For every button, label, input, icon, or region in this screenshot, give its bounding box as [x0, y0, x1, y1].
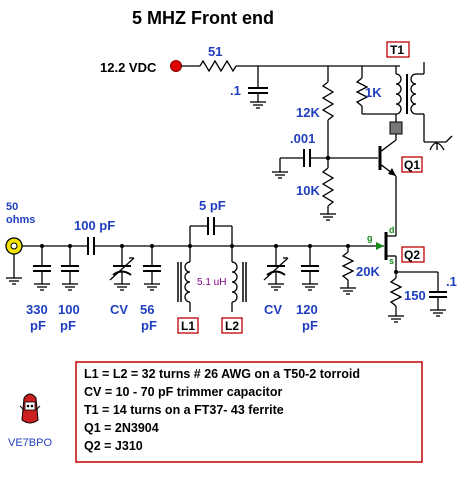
pin-s: s — [389, 256, 394, 266]
input-label-line2: ohms — [6, 214, 35, 226]
capacitor-100pf-series-label: 100 pF — [74, 218, 115, 233]
l2-tag: L2 — [225, 319, 239, 333]
pin-g: g — [367, 233, 373, 243]
pin-d: d — [389, 225, 395, 235]
ferrite-bead — [389, 121, 403, 135]
t1-tag: T1 — [390, 43, 404, 57]
trimmer-capacitor-cv1 — [109, 244, 135, 291]
supply-label: 12.2 VDC — [100, 60, 157, 75]
capacitor-source-bypass-label: .1 — [446, 274, 457, 289]
capacitor-120pf — [301, 244, 319, 291]
q1-tag-box — [401, 156, 423, 173]
capacitor-100pf-shunt — [61, 244, 79, 291]
l1-tag: L1 — [181, 319, 195, 333]
supply-terminal — [170, 60, 182, 72]
capacitor-56pf — [143, 244, 161, 291]
capacitor-120pf-unit: pF — [302, 318, 318, 333]
l1-tag-box — [177, 317, 199, 334]
inductor-value-label: 5.1 uH — [197, 277, 226, 288]
capacitor-56pf-value: 56 — [140, 302, 154, 317]
transistor-q1 — [378, 134, 397, 182]
ground-150 — [388, 306, 404, 323]
capacitor-source-bypass — [429, 272, 447, 317]
note-line: Q2 = J310 — [84, 439, 143, 453]
q2-tag: Q2 — [404, 248, 420, 262]
capacitor-001-label: .001 — [290, 131, 315, 146]
cv1-label: CV — [110, 302, 128, 317]
resistor-20k — [340, 244, 356, 295]
jfet-q2 — [360, 226, 397, 278]
resistor-20k-label: 20K — [356, 264, 380, 279]
resistor-1k — [355, 77, 369, 107]
diagram-title: 5 MHZ Front end — [132, 8, 274, 28]
capacitor-100pf-unit: pF — [60, 318, 76, 333]
resistor-51 — [199, 59, 237, 73]
q2-tag-box — [401, 246, 425, 263]
cv2-label: CV — [264, 302, 282, 317]
resistor-150 — [389, 277, 403, 307]
inductor-l1 — [177, 246, 191, 312]
note-line: L1 = L2 = 32 turns # 26 AWG on a T50-2 t… — [84, 367, 360, 381]
capacitor-330pf-unit: pF — [30, 318, 46, 333]
capacitor-bypass-01 — [248, 66, 268, 109]
capacitor-120pf-value: 120 — [296, 302, 318, 317]
t1-primary-coil — [395, 73, 402, 115]
l2-tag-box — [221, 317, 243, 334]
resistor-10k-label: 10K — [296, 183, 320, 198]
notes-box — [75, 361, 423, 463]
capacitor-330pf — [33, 244, 51, 291]
capacitor-330pf-value: 330 — [26, 302, 48, 317]
capacitor-5pf-label: 5 pF — [199, 198, 226, 213]
input-label-line1: 50 — [6, 201, 18, 213]
capacitor-56pf-unit: pF — [141, 318, 157, 333]
inductor-l2 — [231, 246, 247, 312]
t1-tag-box — [386, 41, 410, 58]
ground-001 — [272, 171, 288, 179]
resistor-12k — [321, 81, 335, 121]
q1-tag: Q1 — [404, 158, 420, 172]
note-line: CV = 10 - 70 pF trimmer capacitor — [84, 385, 282, 399]
resistor-1k-label: 1K — [365, 85, 382, 100]
author-logo — [19, 393, 41, 424]
resistor-10k — [321, 167, 335, 207]
callsign: VE7BPO — [8, 437, 52, 449]
trimmer-capacitor-cv2 — [263, 244, 289, 291]
note-line: T1 = 14 turns on a FT37- 43 ferrite — [84, 403, 284, 417]
note-line: Q1 = 2N3904 — [84, 421, 159, 435]
resistor-12k-label: 12K — [296, 105, 320, 120]
capacitor-100pf-value: 100 — [58, 302, 80, 317]
bnc-connector-icon — [5, 237, 23, 285]
capacitor-bypass-01-label: .1 — [230, 83, 241, 98]
wire — [445, 135, 453, 143]
t1-secondary-coil — [410, 73, 417, 115]
resistor-51-label: 51 — [208, 44, 222, 59]
resistor-150-label: 150 — [404, 288, 426, 303]
ground-10k — [320, 206, 336, 221]
